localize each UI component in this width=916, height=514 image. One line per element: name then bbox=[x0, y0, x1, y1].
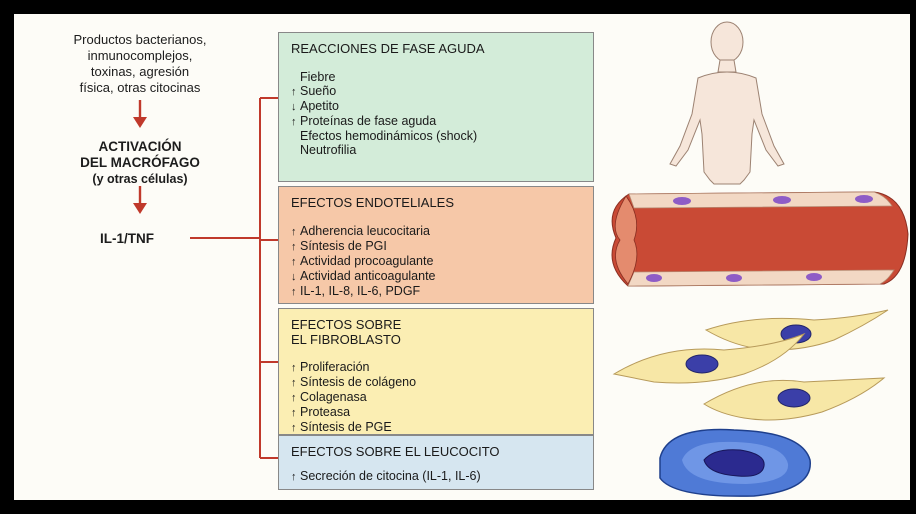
box-title: EFECTOS SOBRE EL LEUCOCITO bbox=[291, 444, 500, 459]
blood-vessel-illustration bbox=[611, 191, 909, 287]
macrophage-activation: ACTIVACIÓN DEL MACRÓFAGO (y otras célula… bbox=[20, 139, 260, 187]
effect-item: ↑Proliferación bbox=[291, 360, 583, 375]
acute-phase-box: REACCIONES DE FASE AGUDA Fiebre ↑Sueño ↓… bbox=[278, 32, 594, 182]
effect-list: ↑Secreción de citocina (IL-1, IL-6) bbox=[291, 469, 583, 484]
effect-text: Síntesis de PGI bbox=[300, 239, 387, 253]
diagram-canvas: Productos bacterianos, inmunocomplejos, … bbox=[14, 14, 910, 500]
effect-text: Adherencia leucocitaria bbox=[300, 224, 430, 238]
effect-arrow: ↑ bbox=[291, 241, 297, 253]
effect-list: ↑Adherencia leucocitaria ↑Síntesis de PG… bbox=[291, 224, 583, 299]
effect-arrow: ↑ bbox=[291, 256, 297, 268]
source-line: inmunocomplejos, bbox=[87, 48, 193, 63]
effect-text: Síntesis de PGE bbox=[300, 420, 392, 434]
activation-line: ACTIVACIÓN bbox=[98, 139, 182, 154]
effect-text: Neutrofilia bbox=[300, 143, 357, 157]
effect-text: Actividad procoagulante bbox=[300, 254, 434, 268]
effect-item: ↑Síntesis de PGI bbox=[291, 239, 583, 254]
effect-arrow: ↑ bbox=[291, 407, 297, 419]
effect-item: ↑Adherencia leucocitaria bbox=[291, 224, 583, 239]
effect-arrow: ↓ bbox=[291, 101, 297, 113]
down-arrow-2 bbox=[133, 186, 147, 214]
effect-item: ↑Sueño bbox=[291, 84, 583, 99]
human-body-icon bbox=[669, 21, 785, 185]
effect-text: Fiebre bbox=[300, 70, 336, 84]
effect-item: ↑Actividad procoagulante bbox=[291, 254, 583, 269]
effect-arrow: ↑ bbox=[291, 422, 297, 434]
effect-text: Colagenasa bbox=[300, 390, 367, 404]
effect-arrow: ↑ bbox=[291, 377, 297, 389]
effect-item: ↑Síntesis de colágeno bbox=[291, 375, 583, 390]
effect-text: Actividad anticoagulante bbox=[300, 269, 436, 283]
leukocyte-effects-box: EFECTOS SOBRE EL LEUCOCITO ↑Secreción de… bbox=[278, 435, 594, 490]
effect-arrow: ↑ bbox=[291, 392, 297, 404]
effect-arrow: ↑ bbox=[291, 116, 297, 128]
box-title: EFECTOS SOBRE bbox=[291, 317, 402, 332]
fibroblast-effects-box: EFECTOS SOBRE EL FIBROBLASTO ↑Proliferac… bbox=[278, 308, 594, 435]
effect-text: Síntesis de colágeno bbox=[300, 375, 417, 389]
effect-item: Fiebre bbox=[291, 70, 583, 84]
effect-list: Fiebre ↑Sueño ↓Apetito ↑Proteínas de fas… bbox=[291, 70, 583, 157]
down-arrow-1 bbox=[133, 100, 147, 128]
leukocyte-cell-illustration bbox=[659, 428, 811, 497]
effect-text: Efectos hemodinámicos (shock) bbox=[300, 129, 478, 143]
effect-arrow: ↑ bbox=[291, 471, 297, 483]
effect-list: ↑Proliferación ↑Síntesis de colágeno ↑Co… bbox=[291, 360, 583, 435]
endothelial-effects-box: EFECTOS ENDOTELIALES ↑Adherencia leucoci… bbox=[278, 186, 594, 304]
effect-item: ↑Proteasa bbox=[291, 405, 583, 420]
effect-text: Apetito bbox=[300, 99, 339, 113]
fibroblast-cells-illustration bbox=[612, 309, 889, 421]
mediator-label: IL-1/TNF bbox=[100, 231, 154, 246]
effect-item: ↑Síntesis de PGE bbox=[291, 420, 583, 435]
connector-layer bbox=[133, 21, 909, 497]
effect-item: ↑Proteínas de fase aguda bbox=[291, 114, 583, 129]
effect-text: Proteínas de fase aguda bbox=[300, 114, 437, 128]
effect-item: ↑Colagenasa bbox=[291, 390, 583, 405]
box-title: REACCIONES DE FASE AGUDA bbox=[291, 41, 485, 56]
effect-text: Proliferación bbox=[300, 360, 370, 374]
effect-text: Sueño bbox=[300, 84, 337, 98]
effect-text: Proteasa bbox=[300, 405, 351, 419]
effect-item: ↓Actividad anticoagulante bbox=[291, 269, 583, 284]
effect-item: Neutrofilia bbox=[291, 143, 583, 157]
effect-text: IL-1, IL-8, IL-6, PDGF bbox=[300, 284, 421, 298]
box-title: EL FIBROBLASTO bbox=[291, 332, 401, 347]
activation-line: DEL MACRÓFAGO bbox=[80, 155, 200, 170]
effect-arrow: ↓ bbox=[291, 271, 297, 283]
effect-arrow: ↑ bbox=[291, 226, 297, 238]
effect-arrow: ↑ bbox=[291, 286, 297, 298]
effect-item: ↓Apetito bbox=[291, 99, 583, 114]
source-line: Productos bacterianos, bbox=[73, 32, 207, 47]
source-line: toxinas, agresión bbox=[90, 64, 190, 79]
effect-item: Efectos hemodinámicos (shock) bbox=[291, 129, 583, 143]
source-line: física, otras citocinas bbox=[79, 80, 201, 95]
activation-note: (y otras células) bbox=[92, 172, 188, 186]
box-title: EFECTOS ENDOTELIALES bbox=[291, 195, 455, 210]
effect-arrow: ↑ bbox=[291, 86, 297, 98]
effect-item: ↑Secreción de citocina (IL-1, IL-6) bbox=[291, 469, 583, 484]
trigger-sources: Productos bacterianos, inmunocomplejos, … bbox=[20, 32, 260, 96]
branch-connector bbox=[190, 97, 278, 459]
effect-text: Secreción de citocina (IL-1, IL-6) bbox=[300, 469, 481, 483]
effect-item: ↑IL-1, IL-8, IL-6, PDGF bbox=[291, 284, 583, 299]
effect-arrow: ↑ bbox=[291, 362, 297, 374]
